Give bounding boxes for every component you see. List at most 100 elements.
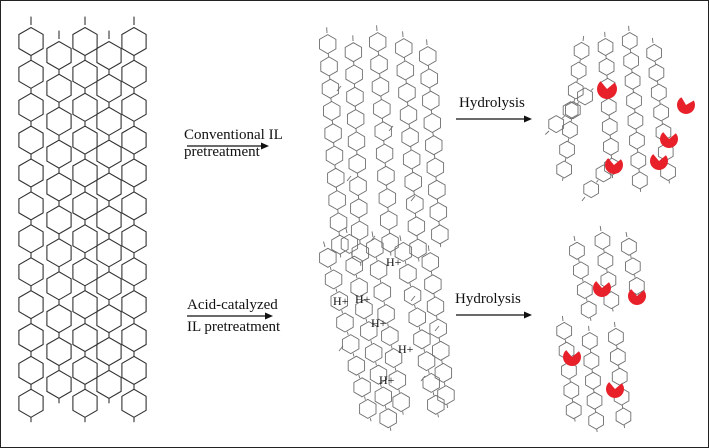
chain-fragment	[338, 345, 344, 352]
cellulase-enzyme	[593, 281, 612, 297]
chain-fragment	[346, 175, 352, 182]
glucose-ring	[600, 97, 617, 116]
glucose-ring	[423, 112, 441, 134]
glucose-ring	[18, 257, 44, 287]
glucose-ring	[417, 351, 436, 372]
glucose-ring	[46, 271, 72, 301]
glucose-ring	[629, 131, 645, 150]
glucose-ring	[562, 101, 579, 120]
glucose-ring	[121, 125, 147, 155]
glucose-ring	[422, 90, 440, 111]
glycosidic-bond	[358, 374, 361, 379]
glucose-ring	[660, 162, 676, 182]
glucose-ring	[403, 285, 422, 306]
cellulose-chain	[394, 235, 445, 418]
glucose-ring	[621, 237, 637, 256]
glucose-ring	[597, 251, 614, 270]
glucose-ring	[121, 158, 147, 188]
conventional-pretreated-cellulose	[319, 25, 449, 266]
label-hydrolysis-top: Hydrolysis	[459, 95, 525, 111]
glycosidic-bond	[414, 304, 416, 309]
hydrolyzed-chain	[597, 31, 620, 179]
glucose-ring	[399, 263, 417, 284]
glucose-ring	[431, 224, 449, 245]
glucose-ring	[625, 257, 641, 276]
glycosidic-bond	[589, 317, 592, 321]
hydrolyzed-chain	[594, 225, 620, 312]
glucose-ring	[419, 46, 437, 67]
hydrolyzed-chain	[621, 231, 645, 298]
glucose-ring	[96, 238, 122, 268]
cellulose-chain	[18, 16, 44, 423]
glucose-ring	[597, 37, 614, 57]
glucose-ring	[655, 123, 672, 142]
arrow-acid	[187, 312, 273, 320]
glucose-ring	[577, 87, 593, 106]
label-conventional-1: Conventional IL	[184, 127, 283, 143]
arrow-conventional	[187, 142, 269, 150]
glycosidic-bond	[376, 257, 378, 261]
glycosidic-bond	[364, 396, 366, 400]
glucose-ring	[350, 277, 368, 298]
glucose-ring	[580, 300, 597, 319]
glucose-ring	[628, 276, 645, 296]
glucose-ring	[323, 100, 341, 122]
glucose-ring	[621, 31, 638, 51]
hydrolyzed-chain	[581, 325, 604, 433]
proton-label: H+	[386, 255, 402, 269]
glucose-ring	[96, 303, 122, 334]
chain-end	[427, 245, 430, 252]
glucose-ring	[378, 188, 397, 209]
glucose-ring	[437, 385, 455, 406]
glucose-ring	[325, 145, 344, 166]
glycosidic-bond	[375, 362, 377, 366]
cellulase-enzyme	[677, 97, 696, 114]
glucose-ring	[586, 391, 603, 410]
glucose-ring	[429, 202, 448, 223]
glucose-ring	[381, 232, 399, 253]
glucose-ring	[72, 59, 98, 89]
glucose-ring	[653, 103, 669, 122]
hydrolysis-result-conventional	[544, 25, 696, 202]
glucose-ring	[18, 289, 44, 320]
glucose-ring	[96, 271, 122, 301]
glucose-ring	[650, 83, 667, 102]
glucose-ring	[18, 158, 44, 188]
glycosidic-bond	[603, 249, 605, 253]
glucose-ring	[72, 289, 98, 320]
glucose-ring	[350, 198, 368, 219]
glucose-ring	[121, 257, 147, 287]
proton-label: H+	[333, 294, 349, 308]
glucose-ring	[96, 40, 122, 71]
glycosidic-bond	[612, 308, 614, 312]
glucose-ring	[18, 59, 44, 89]
glucose-ring	[46, 106, 72, 136]
glucose-ring	[18, 322, 44, 353]
glucose-ring	[565, 401, 582, 420]
chain-end	[399, 235, 402, 242]
glucose-ring	[396, 60, 415, 81]
glucose-ring	[121, 289, 147, 320]
glucose-ring	[336, 312, 354, 333]
glucose-ring	[556, 160, 572, 179]
glucose-ring	[121, 92, 147, 122]
cellulose-chain	[369, 25, 399, 256]
glucose-ring	[345, 255, 363, 276]
cellulase-enzyme	[597, 81, 618, 99]
glucose-ring	[379, 408, 397, 429]
glucose-ring	[581, 331, 598, 351]
cellulose-chain	[366, 231, 410, 415]
glucose-ring	[595, 164, 612, 183]
glycosidic-bond	[341, 309, 343, 314]
glucose-ring	[360, 321, 378, 342]
glucose-ring	[353, 377, 371, 398]
glucose-ring	[46, 369, 72, 400]
glucose-ring	[374, 386, 392, 407]
label-acid-1: Acid-catalyzed	[187, 297, 278, 313]
glucose-ring	[567, 81, 584, 100]
glucose-ring	[373, 281, 392, 303]
hydrolyzed-chain	[621, 25, 648, 192]
glucose-ring	[426, 296, 445, 317]
chain-fragment	[434, 325, 440, 332]
